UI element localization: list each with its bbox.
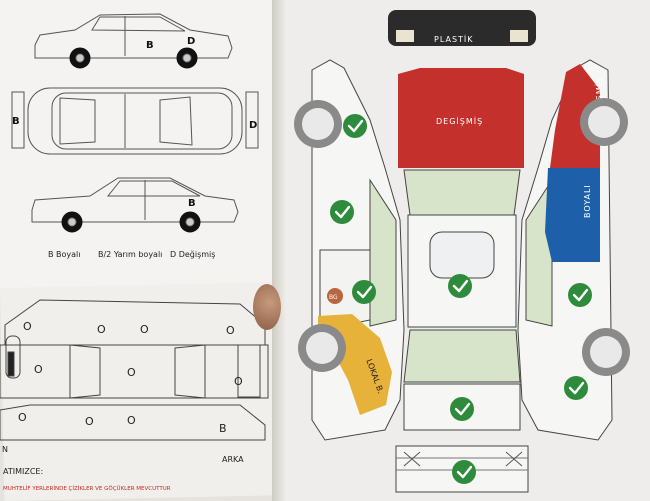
center-body [403,169,521,431]
legend-yarim-boyali: B/2 Yarım boyalı [98,250,162,259]
check-marks [330,114,592,484]
car-side-view-top [34,13,233,69]
check-icon [448,274,472,298]
mark-o: O [85,415,94,428]
side-mark-d: D [187,36,195,47]
mark-o: O [127,366,136,379]
check-icon [452,460,476,484]
left-rear-wheel [298,324,346,372]
mark-o: O [23,320,32,333]
check-icon [343,114,367,138]
car-top-view [11,87,259,155]
mark-o: O [18,411,27,424]
hood-panel-red [398,68,524,168]
paper-fold [272,0,286,501]
legend-boyali: B Boyalı [48,250,81,259]
mark-o: O [234,375,243,388]
footer-n: N [2,445,8,454]
right-rear-wheel [582,328,630,376]
right-front-door-blue [545,168,600,262]
plastic-front-bumper [388,10,536,46]
top-mark-b: B [12,116,20,127]
bg-label: BG [329,294,338,301]
mark-o: O [127,414,136,427]
mark-o: O [226,324,235,337]
right-front-fender-red [550,64,600,168]
left-top-diagrams [11,13,259,233]
side-mark-b: B [146,40,154,51]
check-icon [450,397,474,421]
right-door-label: BOYALI [583,184,592,218]
mark-o: O [140,323,149,336]
side2-mark-b: B [188,198,196,209]
left-front-wheel [294,100,342,148]
mark-b: B [219,422,227,435]
plastic-label: PLASTİK [434,34,474,44]
mark-o: O [97,323,106,336]
right-front-wheel [580,98,628,146]
bg-badge [327,288,343,304]
mark-o: O [34,363,43,376]
check-icon [352,280,376,304]
check-icon [568,283,592,307]
check-icon [330,200,354,224]
finger [253,284,281,330]
footer-arka: ARKA [222,455,244,464]
check-icon [564,376,588,400]
hood-label: DEGİŞMİŞ [436,116,483,126]
footer-note-head: ATIMIZCE: [3,467,43,476]
footer-note: MUHTELİF YERLERİNDE ÇİZİKLER VE GÖÇÜKLER… [3,485,171,492]
top-mark-d: D [249,120,257,131]
legend-degismis: D Değişmiş [170,250,215,259]
car-side-view-bottom [31,177,239,233]
